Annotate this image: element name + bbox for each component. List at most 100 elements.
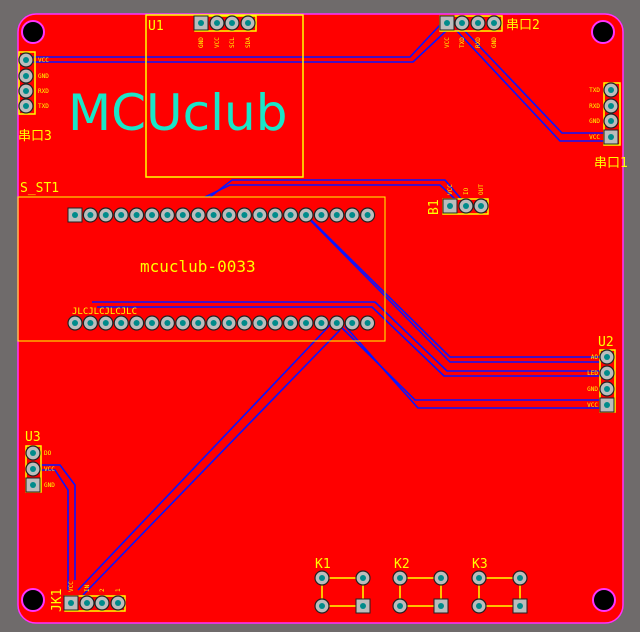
jk1-ref: JK1 bbox=[50, 589, 65, 612]
s-st1-top-pin bbox=[98, 207, 114, 223]
board-title: mcuclub-0033 bbox=[140, 257, 256, 276]
k3-pin bbox=[512, 570, 528, 586]
svg-text:RXD: RXD bbox=[589, 103, 600, 110]
svg-text:RXD: RXD bbox=[475, 37, 482, 48]
svg-text:SCL: SCL bbox=[229, 37, 236, 48]
uart3-ref: 串口3 bbox=[18, 129, 52, 144]
k2-pin bbox=[392, 598, 408, 614]
uart2-pin bbox=[439, 15, 455, 31]
s-st1-bottom-pin bbox=[313, 315, 329, 331]
uart3-pin bbox=[18, 68, 34, 84]
k2-ref: K2 bbox=[394, 557, 410, 572]
trace bbox=[305, 214, 600, 358]
uart3-pin bbox=[18, 98, 34, 114]
k1-ref: K1 bbox=[315, 557, 331, 572]
mounting-hole bbox=[592, 588, 616, 612]
svg-text:VCC: VCC bbox=[38, 57, 49, 64]
svg-text:VCC: VCC bbox=[44, 466, 55, 473]
mounting-hole bbox=[591, 20, 615, 44]
k1-pin bbox=[314, 570, 330, 586]
k1-outline bbox=[321, 577, 364, 607]
s-st1-top-pin bbox=[67, 207, 83, 223]
s-st1-bottom-pin bbox=[344, 315, 360, 331]
k3-pin bbox=[471, 570, 487, 586]
u1-pin bbox=[209, 15, 225, 31]
s-st1-bottom-pin bbox=[129, 315, 145, 331]
u1-pin bbox=[224, 15, 240, 31]
k2-outline bbox=[399, 577, 442, 607]
u3-pin-labels: DO VCC GND bbox=[44, 450, 55, 489]
jk1-pin bbox=[94, 595, 110, 611]
u3-pin bbox=[25, 477, 41, 493]
b1-pin bbox=[473, 198, 489, 214]
svg-text:GND: GND bbox=[589, 118, 600, 125]
svg-text:GND: GND bbox=[198, 37, 205, 48]
svg-text:VCC: VCC bbox=[589, 134, 600, 141]
s-st1-top-pin bbox=[144, 207, 160, 223]
u2-pin bbox=[599, 381, 615, 397]
s-st1-top-pin bbox=[82, 207, 99, 223]
s-st1-top-pin bbox=[298, 207, 314, 223]
trace bbox=[77, 324, 331, 591]
trace bbox=[344, 325, 600, 409]
svg-text:VCC: VCC bbox=[447, 184, 454, 195]
mcuclub-logo: MCUclub bbox=[68, 84, 287, 142]
uart3-pin bbox=[18, 83, 34, 99]
trace bbox=[30, 29, 448, 63]
trace bbox=[92, 301, 600, 372]
s-st1-top-pin bbox=[129, 207, 145, 223]
s-st1-top-pin bbox=[360, 207, 376, 223]
s-st1-bottom-pin bbox=[159, 315, 175, 331]
k2-pin bbox=[433, 570, 449, 586]
uart2-pin bbox=[486, 15, 502, 31]
uart2-pin-labels: VCC TXD RXD GND bbox=[444, 37, 498, 48]
uart3-pin bbox=[18, 52, 34, 68]
k2-pin bbox=[392, 570, 408, 586]
svg-text:DO: DO bbox=[44, 450, 52, 457]
b1-pin bbox=[442, 198, 458, 214]
svg-text:OUT: OUT bbox=[478, 184, 485, 195]
s-st1-bottom-pin bbox=[175, 315, 191, 331]
k1-pin bbox=[314, 598, 330, 614]
u1-pin bbox=[193, 15, 209, 31]
k3-pin bbox=[512, 598, 528, 614]
u2-pin bbox=[599, 365, 615, 381]
svg-text:IN: IN bbox=[84, 584, 91, 592]
s-st1-top-pin bbox=[344, 207, 360, 223]
s-st1-top-pin bbox=[267, 207, 283, 223]
k3-ref: K3 bbox=[472, 557, 488, 572]
pads bbox=[18, 15, 619, 614]
svg-text:VCC: VCC bbox=[587, 402, 598, 409]
s-st1-top-pin bbox=[329, 207, 345, 223]
k3-outline bbox=[478, 577, 521, 607]
trace bbox=[455, 29, 607, 142]
trace bbox=[40, 464, 76, 580]
s-st1-bottom-pin bbox=[144, 315, 160, 331]
s-st1-bottom-pin bbox=[82, 315, 99, 331]
uart1-pin bbox=[603, 82, 619, 98]
u3-pin bbox=[25, 461, 41, 477]
k1-pin bbox=[355, 598, 371, 614]
svg-text:2: 2 bbox=[99, 588, 106, 592]
svg-text:AO: AO bbox=[591, 354, 599, 361]
s-st1-bottom-pin bbox=[267, 315, 283, 331]
s-st1-top-pin bbox=[283, 207, 299, 223]
svg-text:VCC: VCC bbox=[68, 581, 75, 592]
u2-pin bbox=[599, 397, 615, 413]
u2-pin bbox=[599, 349, 615, 365]
jk1-pin bbox=[79, 595, 95, 611]
s-st1-bottom-pin bbox=[329, 315, 345, 331]
s-st1-bottom-pin bbox=[298, 315, 314, 331]
uart2-pin bbox=[454, 15, 470, 31]
trace bbox=[461, 27, 607, 134]
traces bbox=[30, 24, 607, 596]
u2-pin-labels: AO LED GND VCC bbox=[587, 354, 598, 409]
s-st1-top-pin bbox=[113, 207, 129, 223]
u3-pin bbox=[25, 445, 41, 461]
s-st1-top-pin bbox=[159, 207, 175, 223]
s-st1-top-pin bbox=[175, 207, 191, 223]
trace bbox=[97, 306, 600, 377]
s-st1-bottom-pin bbox=[113, 315, 129, 331]
